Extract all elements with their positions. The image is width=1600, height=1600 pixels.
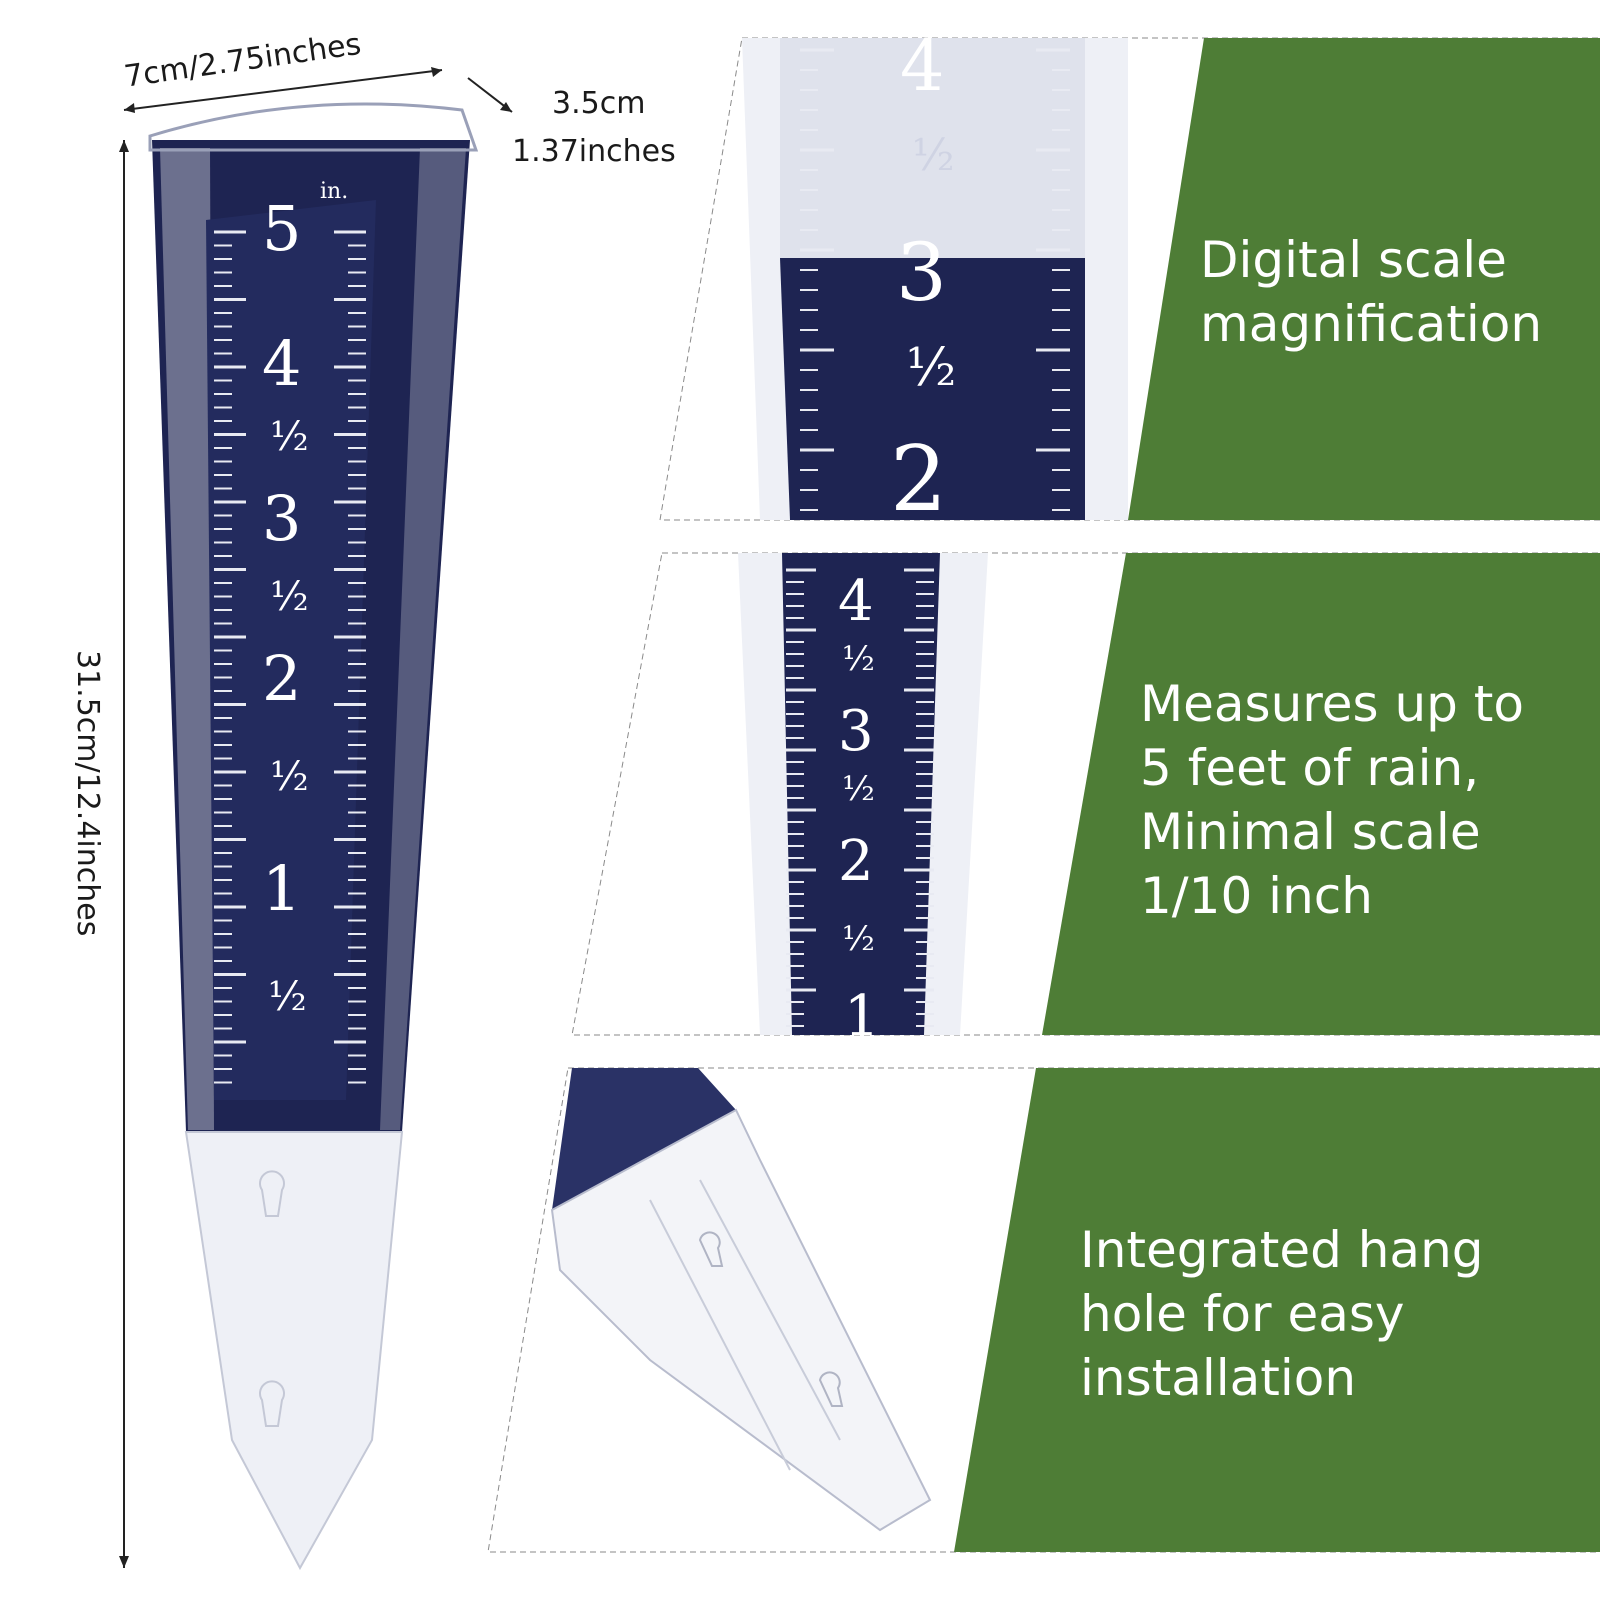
feature-3-line-1: Integrated hang bbox=[1080, 1221, 1484, 1279]
scale-number-2: 2 bbox=[262, 642, 301, 715]
feature-2-line-2: 5 feet of rain, bbox=[1140, 739, 1480, 797]
mid-number-2: 2 bbox=[838, 829, 874, 894]
depth-dimension-label: 3.5cm 1.37inches bbox=[512, 80, 676, 176]
feature-1-line-2: magnification bbox=[1200, 295, 1543, 353]
mid-scale-ticks bbox=[786, 568, 934, 1027]
scale-number-4: 4 bbox=[262, 327, 301, 400]
feature-2-line-1: Measures up to bbox=[1140, 675, 1524, 733]
feature-1-line-1: Digital scale bbox=[1200, 231, 1507, 289]
feature-2-line-3: Minimal scale bbox=[1140, 803, 1481, 861]
scale-half-15: ½ bbox=[268, 974, 307, 1020]
width-dimension-line bbox=[123, 69, 443, 111]
mid-half-3: ½ bbox=[842, 919, 875, 959]
scale-half-45: ½ bbox=[270, 414, 309, 460]
magnified-number-3: 3 bbox=[896, 226, 947, 319]
feature-capacity-text: Measures up to 5 feet of rain, Minimal s… bbox=[1140, 672, 1524, 928]
magnified-half-upper: ½ bbox=[912, 130, 955, 181]
feature-3-line-3: installation bbox=[1080, 1349, 1357, 1407]
mid-number-3: 3 bbox=[838, 699, 874, 764]
magnified-scale-ticks bbox=[800, 48, 1070, 511]
magnified-number-2: 2 bbox=[890, 427, 947, 532]
main-scale-ticks bbox=[214, 230, 366, 1084]
depth-cm-label: 3.5cm bbox=[552, 86, 646, 121]
mid-half-1: ½ bbox=[842, 639, 875, 679]
depth-in-label: 1.37inches bbox=[512, 134, 676, 169]
unit-label: in. bbox=[320, 179, 348, 204]
mid-number-1: 1 bbox=[844, 984, 880, 1049]
magnified-number-4: 4 bbox=[900, 25, 945, 107]
scale-half-25: ½ bbox=[270, 754, 309, 800]
scale-number-1: 1 bbox=[262, 852, 301, 925]
feature-magnification-text: Digital scale magnification bbox=[1200, 228, 1542, 356]
feature-hang-hole-text: Integrated hang hole for easy installati… bbox=[1080, 1218, 1484, 1410]
scale-half-35: ½ bbox=[270, 574, 309, 620]
feature-3-line-2: hole for easy bbox=[1080, 1285, 1405, 1343]
mid-half-2: ½ bbox=[842, 769, 875, 809]
scale-number-5: 5 bbox=[262, 192, 301, 265]
magnified-half-lower: ½ bbox=[906, 338, 956, 398]
mid-number-4: 4 bbox=[838, 569, 874, 634]
feature-2-line-4: 1/10 inch bbox=[1140, 867, 1373, 925]
scale-number-3: 3 bbox=[262, 482, 301, 555]
